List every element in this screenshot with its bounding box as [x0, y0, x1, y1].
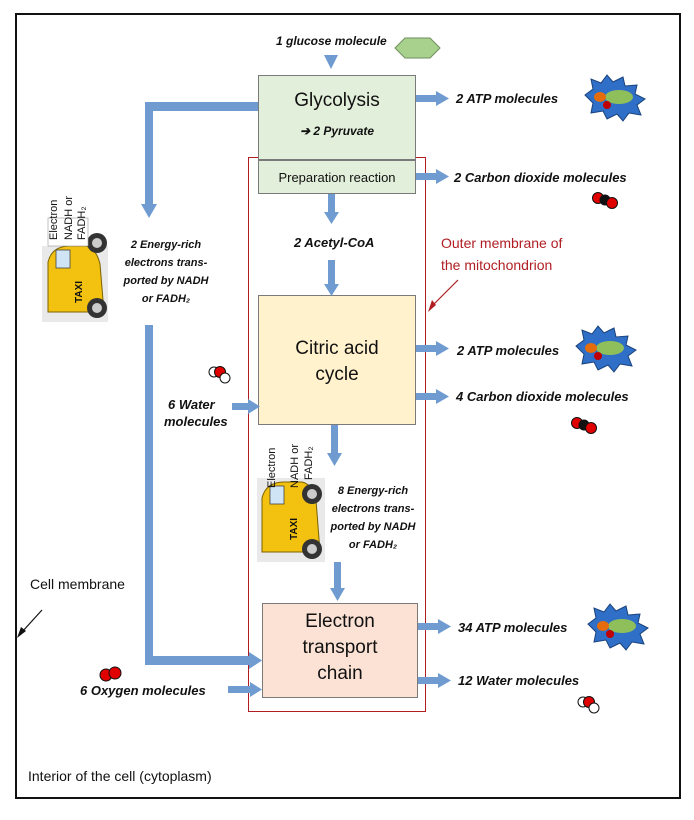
left-carrier-line-2: electrons trans-	[124, 257, 208, 269]
cytoplasm-label: Interior of the cell (cytoplasm)	[28, 768, 212, 784]
outer-membrane-line-2: the mitochondrion	[441, 257, 553, 273]
water-input-label-1: 6 Water	[168, 397, 215, 412]
taxi-icon-1	[42, 217, 108, 322]
co2-prep-label: 2 Carbon dioxide molecules	[454, 170, 627, 185]
left-electron-carrier-text: 2 Energy-rich electrons trans- ported by…	[118, 236, 214, 308]
glucose-arrow	[324, 55, 338, 69]
outer-membrane-line-1: Outer membrane of	[441, 235, 563, 251]
atp-starburst-icon-3	[587, 603, 649, 651]
preparation-label: Preparation reaction	[278, 170, 396, 185]
etc-label-3: chain	[317, 663, 363, 684]
center-electron-carrier-text: 8 Energy-rich electrons trans- ported by…	[325, 482, 421, 554]
glucose-label: 1 glucose molecule	[276, 34, 387, 48]
atp-glycolysis-label: 2 ATP molecules	[456, 91, 559, 106]
etc-label-1: Electron	[305, 611, 375, 632]
glucose-hexagon-icon	[394, 37, 441, 59]
atp-citric-label: 2 ATP molecules	[457, 343, 560, 358]
glycolysis-box: Glycolysis ➔ 2 Pyruvate	[258, 75, 416, 160]
taxi-icon-2	[257, 478, 325, 562]
cell-border	[15, 13, 681, 799]
co2-molecule-icon-1	[592, 192, 618, 209]
left-carrier-line-3: ported by NADH	[123, 275, 209, 287]
cell-membrane-label: Cell membrane	[30, 576, 125, 592]
taxi2-sign-nadh: NADH or	[289, 443, 301, 488]
left-carrier-line-1: 2 Energy-rich	[130, 239, 202, 251]
outer-membrane-label: Outer membrane of the mitochondrion	[441, 232, 562, 276]
citric-label-2: cycle	[315, 364, 359, 385]
taxi1-sign-fadh: FADH₂	[76, 206, 88, 240]
citric-label-1: Citric acid	[295, 338, 379, 359]
atp-starburst-icon-2	[575, 325, 637, 373]
atp-etc-label: 34 ATP molecules	[458, 620, 568, 635]
water-molecule-icon-1	[208, 366, 231, 384]
taxi1-label: TAXI	[74, 280, 85, 303]
co2-citric-label: 4 Carbon dioxide molecules	[456, 389, 629, 404]
citric-acid-box: Citric acid cycle	[258, 295, 416, 425]
co2-molecule-icon-2	[571, 417, 597, 434]
left-carrier-line-4: or FADH₂	[141, 293, 191, 305]
center-carrier-line-4: or FADH₂	[348, 539, 398, 551]
water-input-label-2: molecules	[164, 414, 228, 429]
taxi2-sign-fadh: FADH₂	[303, 446, 315, 480]
pyruvate-label: ➔ 2 Pyruvate	[299, 124, 375, 138]
center-carrier-line-3: ported by NADH	[330, 521, 416, 533]
atp-starburst-icon-1	[584, 74, 646, 122]
acetyl-coa-label: 2 Acetyl-CoA	[294, 235, 375, 250]
taxi1-sign-electron: Electron	[48, 199, 60, 240]
water-molecule-icon-2	[577, 696, 600, 714]
oxygen-molecule-icon	[99, 666, 122, 682]
etc-box: Electron transport chain	[262, 603, 418, 698]
etc-label-2: transport	[302, 637, 378, 658]
center-carrier-line-2: electrons trans-	[331, 503, 415, 515]
glycolysis-label: Glycolysis	[294, 90, 380, 111]
taxi2-sign-electron: Electron	[266, 447, 278, 488]
center-carrier-line-1: 8 Energy-rich	[337, 485, 409, 497]
water-etc-label: 12 Water molecules	[458, 673, 580, 688]
taxi2-label: TAXI	[289, 517, 300, 540]
preparation-box: Preparation reaction	[258, 160, 416, 194]
taxi1-sign-nadh: NADH or	[63, 195, 75, 240]
oxygen-input-label: 6 Oxygen molecules	[80, 683, 206, 698]
